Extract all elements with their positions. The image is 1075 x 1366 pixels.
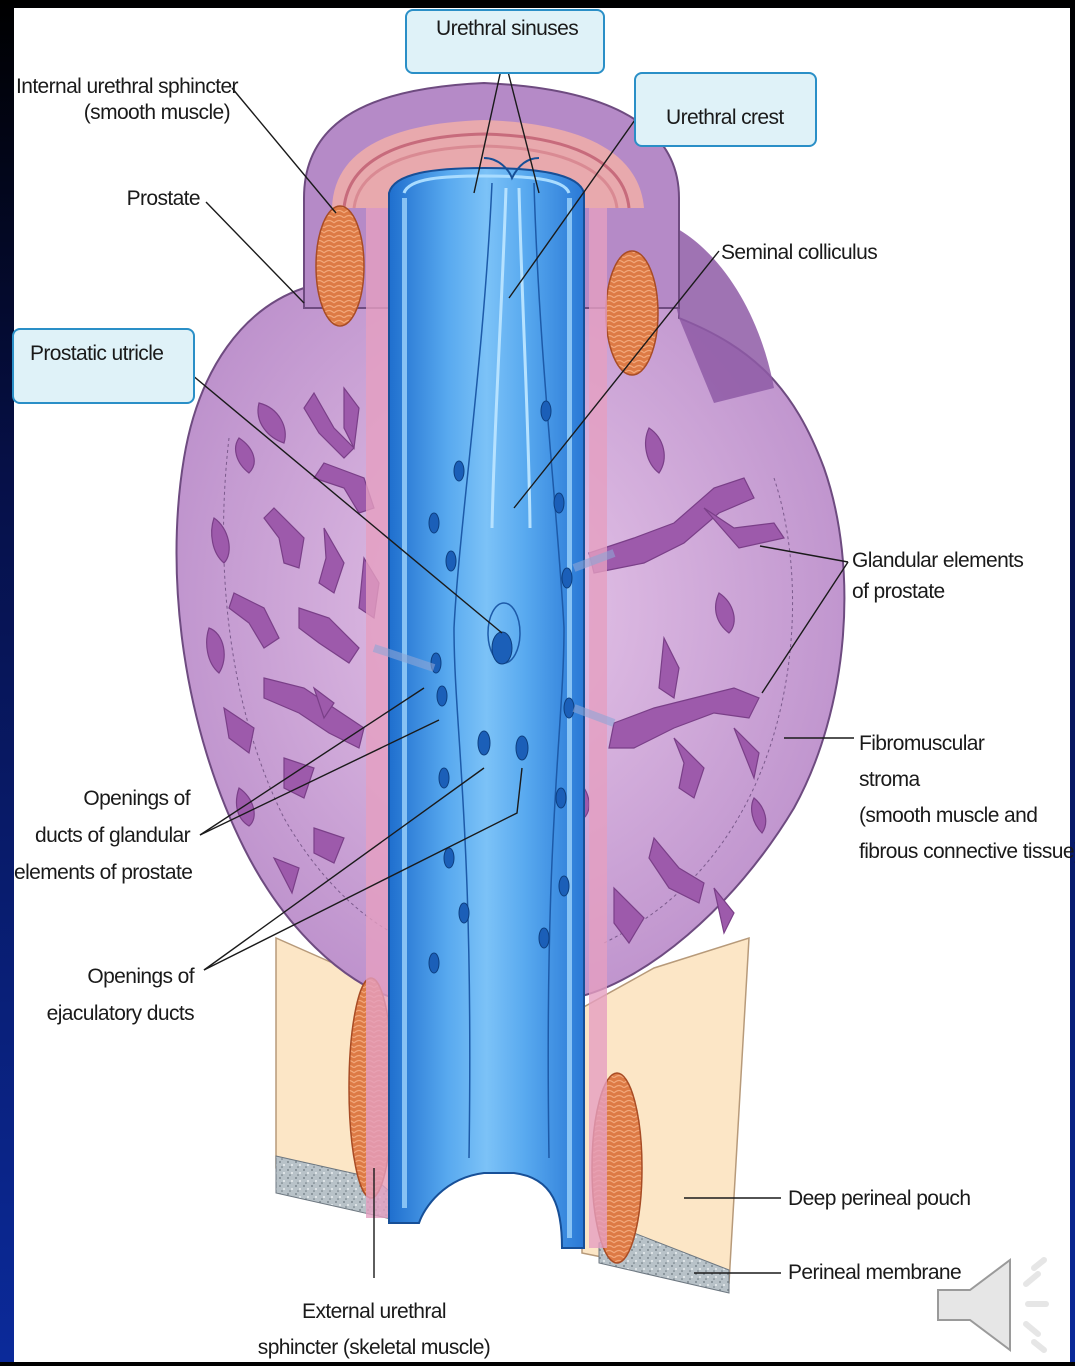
label-internal-urethral-sphincter: Internal urethral sphincter (smooth musc… <box>16 74 230 126</box>
label-openings-glandular-ducts: Openings of ducts of glandular elements … <box>14 780 190 891</box>
label-urethral-crest: Urethral crest <box>666 105 784 131</box>
label-deep-perineal-pouch: Deep perineal pouch <box>788 1186 970 1212</box>
label-fibromuscular-stroma: Fibromuscular stroma (smooth muscle and … <box>859 726 1075 870</box>
label-seminal-colliculus: Seminal colliculus <box>721 240 877 266</box>
label-urethral-sinuses: Urethral sinuses <box>436 16 578 42</box>
anatomy-figure: Urethral sinuses Urethral crest Prostati… <box>14 8 1070 1362</box>
label-prostatic-utricle: Prostatic utricle <box>30 341 163 367</box>
label-external-urethral-sphincter: External urethral sphincter (skeletal mu… <box>249 1294 499 1366</box>
label-openings-ejaculatory-ducts: Openings of ejaculatory ducts <box>14 958 194 1032</box>
label-glandular-elements: Glandular elements of prostate <box>852 548 1023 610</box>
speaker-icon[interactable] <box>930 1252 1070 1357</box>
label-prostate: Prostate <box>94 186 200 212</box>
